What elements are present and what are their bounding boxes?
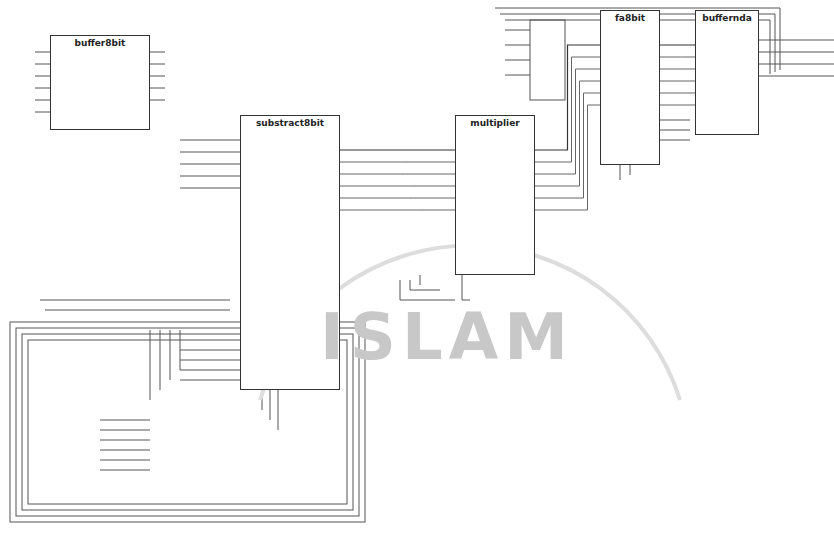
block-name: buffernda [696, 11, 758, 25]
block-name: fa8bit [601, 11, 659, 25]
bus-wire [660, 57, 695, 58]
bus-wire [535, 69, 600, 174]
block-name: multiplier [456, 116, 534, 130]
block-name: substract8bit [241, 116, 339, 130]
bus-wire [340, 149, 455, 150]
bus-wire [660, 81, 695, 82]
bus-wire [660, 44, 695, 45]
bus-wire [340, 198, 455, 199]
bus-wire [535, 93, 600, 198]
component-block: buffer8bit [50, 35, 150, 130]
component-block: multiplier [455, 115, 535, 275]
bus-wire [535, 57, 600, 162]
block-name: buffer8bit [51, 36, 149, 50]
bus-wire [340, 210, 455, 211]
watermark: ISLAM [320, 300, 574, 374]
component-block: buffernda [695, 10, 759, 135]
bus-wire [660, 69, 695, 70]
bus-wire [535, 81, 600, 186]
bus-wire [535, 105, 600, 210]
bus-wire [340, 174, 455, 175]
bus-wire [340, 186, 455, 187]
bus-wire [660, 93, 695, 94]
component-block: fa8bit [600, 10, 660, 165]
bus-wire [340, 162, 455, 163]
bus-wire [535, 45, 600, 150]
bus-wire [660, 105, 698, 106]
